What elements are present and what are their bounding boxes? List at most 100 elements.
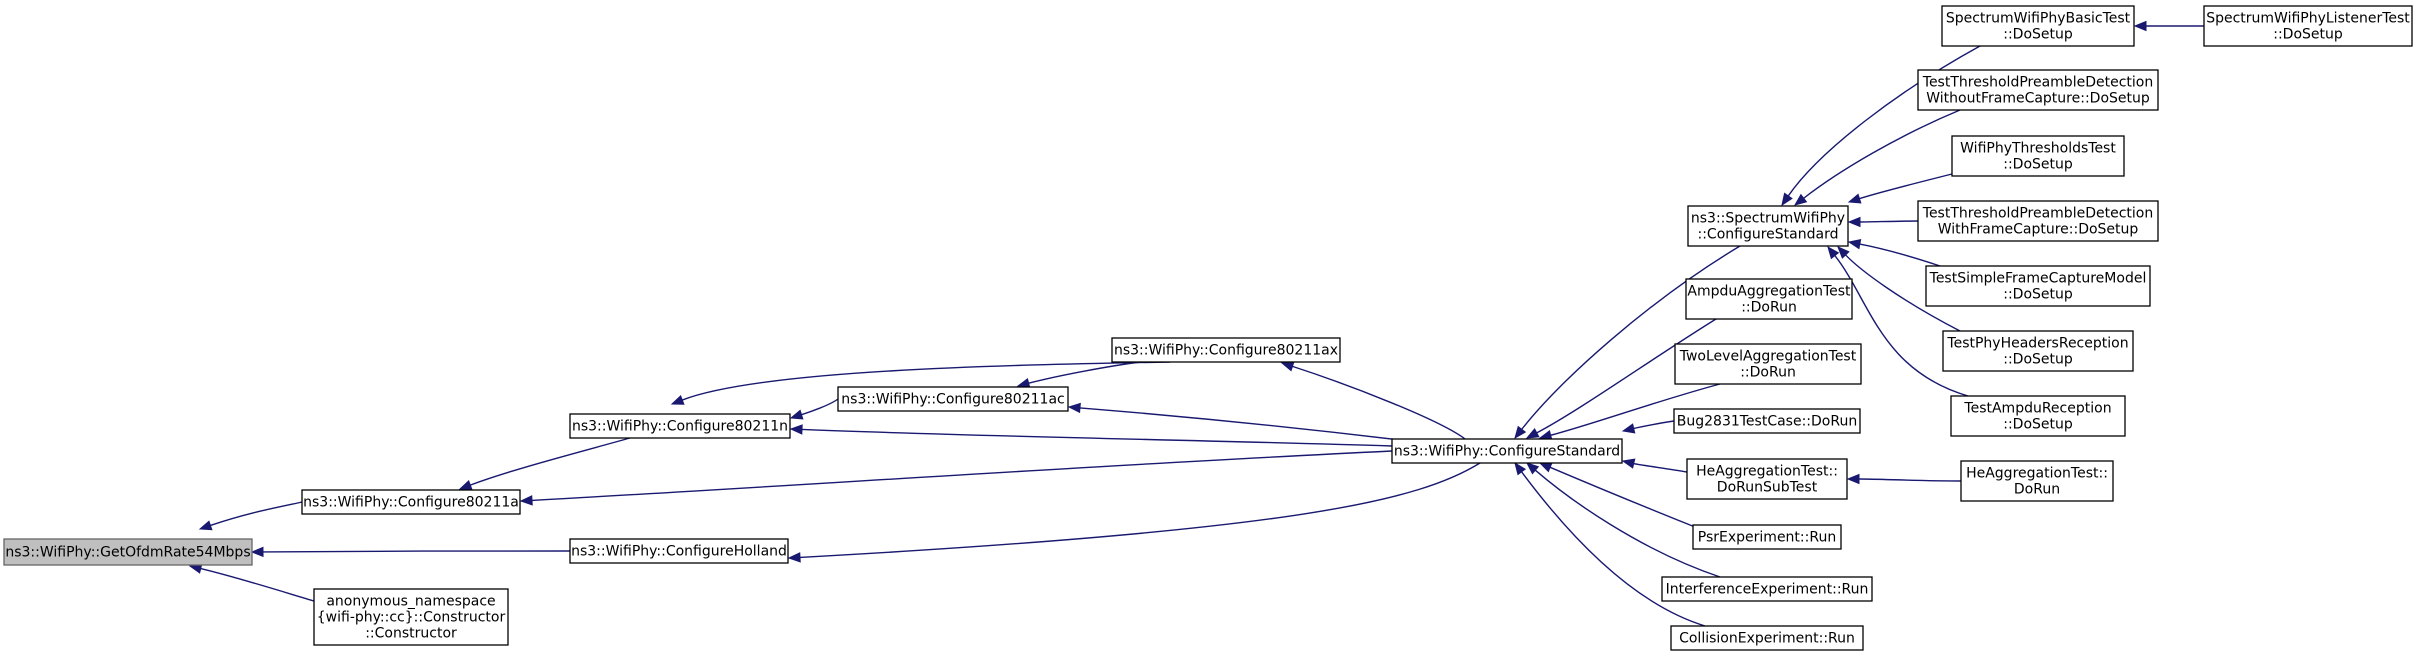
edge-cfg_ac-to-cfg_n bbox=[789, 398, 839, 420]
node-cfg_std[interactable]: ns3::WifiPhy::ConfigureStandard bbox=[1391, 438, 1623, 464]
node-label: ns3::WifiPhy::GetOfdmRate54Mbps bbox=[5, 545, 250, 561]
edge-line bbox=[1292, 365, 1466, 440]
node-phy_headers[interactable]: TestPhyHeadersReception::DoSetup bbox=[1942, 330, 2134, 372]
node-label: anonymous_namespace bbox=[326, 594, 495, 610]
node-box bbox=[1661, 576, 1873, 602]
edge-spec_basic-to-spec_cfg_std bbox=[1781, 45, 1981, 207]
arrowhead bbox=[2133, 20, 2147, 32]
edge-spec_cfg_std-to-cfg_std bbox=[1514, 245, 1741, 440]
edge-line bbox=[1028, 361, 1141, 384]
node-label: InterferenceExperiment::Run bbox=[1666, 582, 1869, 598]
node-label: HeAggregationTest:: bbox=[1696, 464, 1838, 480]
edge-line bbox=[1549, 466, 1701, 530]
node-label: DoRun bbox=[2014, 482, 2060, 498]
node-label: TestThresholdPreambleDetection bbox=[1922, 206, 2153, 222]
edge-cfg_std-to-cfg_n bbox=[789, 424, 1393, 447]
node-label: ns3::WifiPhy::Configure80211ac bbox=[841, 392, 1064, 408]
arrowhead bbox=[1067, 402, 1081, 414]
node-label: TestSimpleFrameCaptureModel bbox=[1929, 271, 2147, 287]
node-he_sub[interactable]: HeAggregationTest::DoRunSubTest bbox=[1686, 458, 1848, 500]
node-thresholds[interactable]: WifiPhyThresholdsTest::DoSetup bbox=[1951, 135, 2125, 177]
node-ampdu_agg[interactable]: AmpduAggregationTest::DoRun bbox=[1685, 278, 1853, 320]
edge-line bbox=[1633, 420, 1675, 430]
node-simple_fc[interactable]: TestSimpleFrameCaptureModel::DoSetup bbox=[1925, 265, 2151, 307]
node-he_run[interactable]: HeAggregationTest::DoRun bbox=[1960, 460, 2114, 502]
node-spec_listener[interactable]: SpectrumWifiPhyListenerTest::DoSetup bbox=[2203, 5, 2413, 47]
edge-cfg_std-to-cfg_a bbox=[519, 450, 1393, 506]
node-spec_cfg_std[interactable]: ns3::SpectrumWifiPhy::ConfigureStandard bbox=[1687, 205, 1849, 247]
node-cfg_ac[interactable]: ns3::WifiPhy::Configure80211ac bbox=[837, 386, 1069, 412]
edge-line bbox=[262, 550, 571, 553]
edge-line bbox=[1859, 243, 1941, 267]
node-interf[interactable]: InterferenceExperiment::Run bbox=[1661, 576, 1873, 602]
node-box bbox=[3, 538, 253, 566]
edge-line bbox=[801, 428, 1393, 447]
node-thr_without[interactable]: TestThresholdPreambleDetectionWithoutFra… bbox=[1917, 69, 2159, 111]
node-label: SpectrumWifiPhyListenerTest bbox=[2206, 11, 2410, 27]
node-cfg_n[interactable]: ns3::WifiPhy::Configure80211n bbox=[569, 413, 791, 439]
node-getofdm[interactable]: ns3::WifiPhy::GetOfdmRate54Mbps bbox=[3, 538, 253, 566]
arrowhead bbox=[519, 495, 533, 506]
arrowhead bbox=[1280, 361, 1295, 372]
node-anon[interactable]: anonymous_namespace{wifi-phy::cc}::Const… bbox=[313, 588, 509, 646]
arrowhead bbox=[1847, 239, 1862, 250]
edge-he_sub-to-cfg_std bbox=[1621, 458, 1688, 473]
node-label: ::DoSetup bbox=[2273, 27, 2343, 43]
node-box bbox=[569, 413, 791, 439]
arrowhead bbox=[1846, 473, 1860, 485]
node-twolevel[interactable]: TwoLevelAggregationTest::DoRun bbox=[1674, 343, 1862, 385]
node-box bbox=[1941, 5, 2135, 47]
node-bug2831[interactable]: Bug2831TestCase::DoRun bbox=[1673, 408, 1861, 434]
node-label: WithoutFrameCapture::DoSetup bbox=[1926, 91, 2150, 107]
arrowhead bbox=[198, 520, 213, 531]
node-box bbox=[1951, 135, 2125, 177]
node-label: TestPhyHeadersReception bbox=[1946, 336, 2128, 352]
node-label: PsrExperiment::Run bbox=[1698, 530, 1836, 546]
node-cfg_holland[interactable]: ns3::WifiPhy::ConfigureHolland bbox=[569, 538, 789, 564]
node-collision[interactable]: CollisionExperiment::Run bbox=[1670, 625, 1864, 651]
edge-thr_without-to-spec_cfg_std bbox=[1793, 109, 1961, 206]
arrowhead bbox=[1847, 193, 1862, 204]
edge-cfg_n-to-cfg_a bbox=[458, 437, 631, 490]
node-label: ::DoSetup bbox=[2003, 27, 2073, 43]
node-label: SpectrumWifiPhyBasicTest bbox=[1946, 11, 2131, 27]
arrowhead bbox=[1621, 423, 1636, 434]
edge-line bbox=[1521, 245, 1741, 430]
edge-line bbox=[1845, 254, 1961, 332]
node-label: ::DoSetup bbox=[2003, 352, 2073, 368]
node-label: ns3::WifiPhy::ConfigureStandard bbox=[1394, 444, 1620, 460]
node-box bbox=[1111, 337, 1341, 363]
node-label: DoRunSubTest bbox=[1717, 480, 1818, 496]
node-label: WithFrameCapture::DoSetup bbox=[1938, 222, 2139, 238]
edge-cfg_a-to-getofdm bbox=[198, 501, 303, 531]
edge-line bbox=[1534, 469, 1721, 578]
node-label: CollisionExperiment::Run bbox=[1679, 631, 1855, 647]
edge-line bbox=[470, 437, 631, 486]
node-box bbox=[301, 489, 521, 515]
edge-line bbox=[799, 462, 1481, 559]
edge-cfg_holland-to-getofdm bbox=[250, 546, 571, 558]
node-box bbox=[1960, 460, 2114, 502]
node-label: HeAggregationTest:: bbox=[1966, 466, 2108, 482]
node-box bbox=[1685, 278, 1853, 320]
node-psr[interactable]: PsrExperiment::Run bbox=[1692, 524, 1842, 550]
edge-line bbox=[531, 450, 1393, 502]
node-ampdu_rx[interactable]: TestAmpduReception::DoSetup bbox=[1950, 395, 2126, 437]
edge-line bbox=[1521, 471, 1706, 627]
edge-anon-to-getofdm bbox=[188, 563, 315, 602]
edge-line bbox=[1079, 407, 1401, 441]
edge-cfg_std-to-cfg_holland bbox=[787, 462, 1481, 563]
node-cfg_ax[interactable]: ns3::WifiPhy::Configure80211ax bbox=[1111, 337, 1341, 363]
node-label: ::Constructor bbox=[365, 626, 457, 642]
node-label: ::ConfigureStandard bbox=[1698, 227, 1839, 243]
node-box bbox=[1674, 343, 1862, 385]
node-label: AmpduAggregationTest bbox=[1687, 284, 1851, 300]
node-label: Bug2831TestCase::DoRun bbox=[1677, 414, 1857, 430]
node-thr_with[interactable]: TestThresholdPreambleDetectionWithFrameC… bbox=[1917, 200, 2159, 242]
node-cfg_a[interactable]: ns3::WifiPhy::Configure80211a bbox=[301, 489, 521, 515]
arrowhead bbox=[1621, 458, 1636, 469]
node-spec_basic[interactable]: SpectrumWifiPhyBasicTest::DoSetup bbox=[1941, 5, 2135, 47]
node-box bbox=[569, 538, 789, 564]
node-box bbox=[1925, 265, 2151, 307]
arrowhead bbox=[1514, 461, 1527, 476]
